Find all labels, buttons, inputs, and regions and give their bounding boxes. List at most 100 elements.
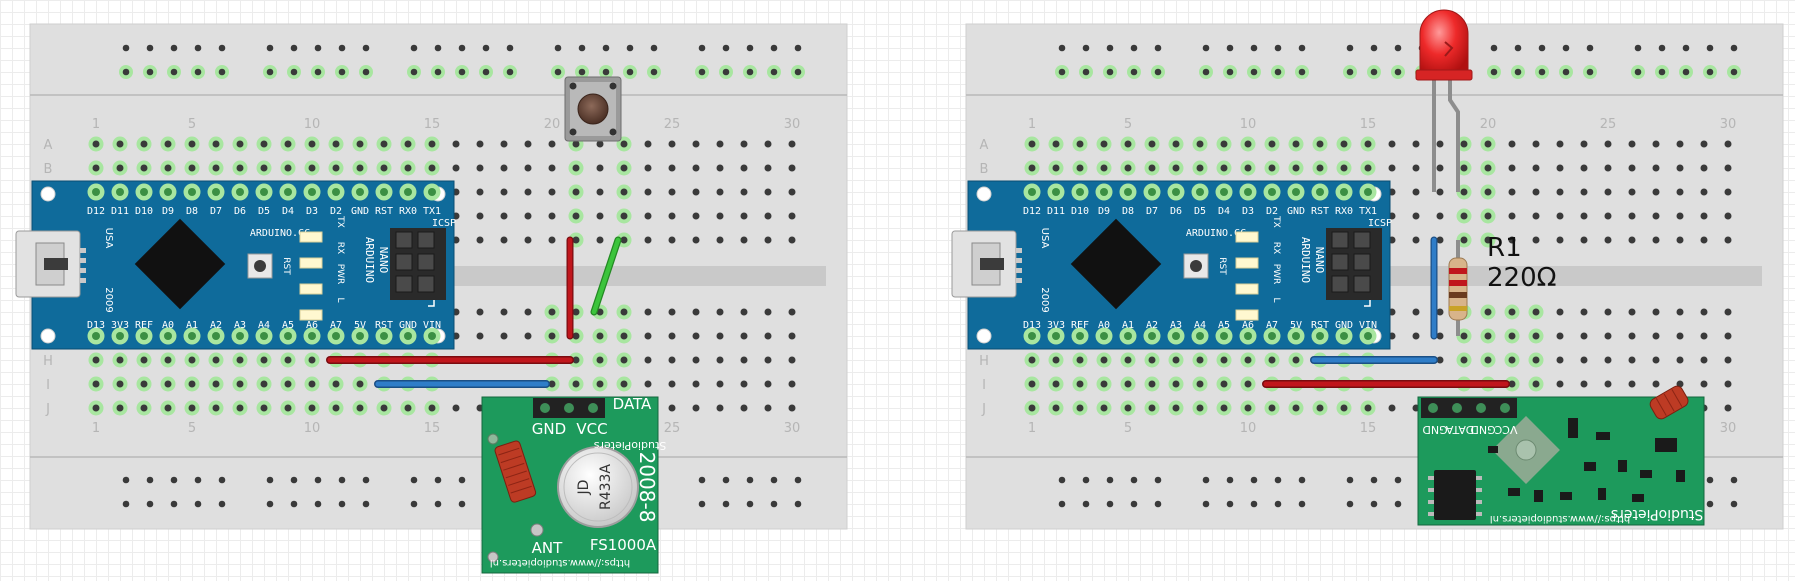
breadboard-hole <box>1292 140 1300 148</box>
breadboard-hole <box>1580 332 1588 340</box>
status-led <box>299 309 323 321</box>
breadboard-hole <box>1412 212 1420 220</box>
tx-chip-line1: JD <box>576 480 592 496</box>
breadboard-hole <box>1724 236 1732 244</box>
breadboard-hole <box>524 308 532 316</box>
breadboard-hole <box>524 188 532 196</box>
nano-pin-label-top: D8 <box>1122 206 1134 217</box>
rail-hole <box>362 44 370 52</box>
breadboard-hole <box>1412 332 1420 340</box>
nano-pin-label-top: RST <box>1311 206 1329 217</box>
rail-hole <box>290 476 298 484</box>
breadboard-hole <box>428 164 436 172</box>
nano-pin <box>404 188 412 196</box>
breadboard-hole <box>1724 140 1732 148</box>
site-label: ARDUINO.CC <box>1186 228 1246 239</box>
breadboard-hole <box>1412 308 1420 316</box>
rail-hole <box>1658 68 1666 76</box>
nano-pin-label-top: D2 <box>1266 206 1278 217</box>
breadboard-hole <box>1028 356 1036 364</box>
usb-pad <box>80 268 86 273</box>
breadboard-hole <box>1724 356 1732 364</box>
column-number-bottom: 30 <box>1720 421 1737 436</box>
breadboard-hole <box>332 380 340 388</box>
rail-hole <box>1370 476 1378 484</box>
column-number-top: 30 <box>784 117 801 132</box>
nano-pin <box>1100 188 1108 196</box>
breadboard-hole <box>740 404 748 412</box>
rail-hole <box>1058 500 1066 508</box>
rail-hole <box>290 44 298 52</box>
breadboard-hole <box>620 356 628 364</box>
column-number-top: 1 <box>92 117 100 132</box>
breadboard-hole <box>596 188 604 196</box>
rail-hole <box>1706 500 1714 508</box>
mounting-hole <box>976 328 992 344</box>
nano-pin-label-bottom: VIN <box>423 320 441 331</box>
breadboard-hole <box>92 404 100 412</box>
rail-hole <box>1298 44 1306 52</box>
mounting-hole <box>40 186 56 202</box>
rail-hole <box>578 44 586 52</box>
breadboard-hole <box>1460 140 1468 148</box>
breadboard-hole <box>1652 308 1660 316</box>
breadboard-hole <box>188 380 196 388</box>
rail-hole <box>1562 44 1570 52</box>
led-label: TX <box>335 215 345 228</box>
breadboard-hole <box>1316 164 1324 172</box>
rail-hole <box>770 44 778 52</box>
icsp-pin <box>1353 231 1371 249</box>
nano-pin <box>1244 332 1252 340</box>
breadboard-hole <box>1316 404 1324 412</box>
usb-pad <box>1016 248 1022 253</box>
nano-pin-label-top: D10 <box>1071 206 1089 217</box>
rail-hole <box>1226 476 1234 484</box>
rail-hole <box>218 68 226 76</box>
nano-pin <box>1268 332 1276 340</box>
breadboard-hole <box>164 404 172 412</box>
nano-pin <box>1076 188 1084 196</box>
nano-pin <box>1268 188 1276 196</box>
icsp-label: ICSP <box>432 218 456 229</box>
breadboard-hole <box>1700 236 1708 244</box>
breadboard-hole <box>716 380 724 388</box>
rail-hole <box>698 476 706 484</box>
breadboard-hole <box>1676 332 1684 340</box>
rail-hole <box>1706 476 1714 484</box>
breadboard-hole <box>1652 212 1660 220</box>
nano-pin <box>332 332 340 340</box>
nano-pin <box>1148 188 1156 196</box>
breadboard-hole <box>1700 188 1708 196</box>
icsp-pin <box>417 275 435 293</box>
breadboard-hole <box>1676 188 1684 196</box>
breadboard-hole <box>668 404 676 412</box>
breadboard-hole <box>1052 356 1060 364</box>
usb-pad <box>1016 278 1022 283</box>
led-label: L <box>1271 297 1281 302</box>
nano-pin <box>1220 332 1228 340</box>
breadboard-hole <box>500 236 508 244</box>
nano-pin-label-top: D5 <box>258 206 270 217</box>
breadboard-hole <box>1676 308 1684 316</box>
rail-hole <box>794 476 802 484</box>
breadboard-hole <box>1292 356 1300 364</box>
year-label: 2009 <box>1039 287 1050 312</box>
rail-hole <box>1538 68 1546 76</box>
row-letter: J <box>45 402 50 417</box>
breadboard-hole <box>1628 188 1636 196</box>
breadboard-hole <box>1100 404 1108 412</box>
breadboard-hole <box>572 140 580 148</box>
rail-hole <box>1706 68 1714 76</box>
breadboard-hole <box>1436 212 1444 220</box>
column-number-bottom: 1 <box>92 421 100 436</box>
nano-pin-label-bottom: A2 <box>210 320 222 331</box>
breadboard-hole <box>620 380 628 388</box>
nano-pin-label-top: D10 <box>135 206 153 217</box>
breadboard-hole <box>548 212 556 220</box>
rail-hole <box>1346 500 1354 508</box>
breadboard-hole <box>716 140 724 148</box>
nano-pin-label-bottom: D13 <box>87 320 105 331</box>
column-number-bottom: 5 <box>1124 421 1132 436</box>
breadboard-hole <box>356 140 364 148</box>
